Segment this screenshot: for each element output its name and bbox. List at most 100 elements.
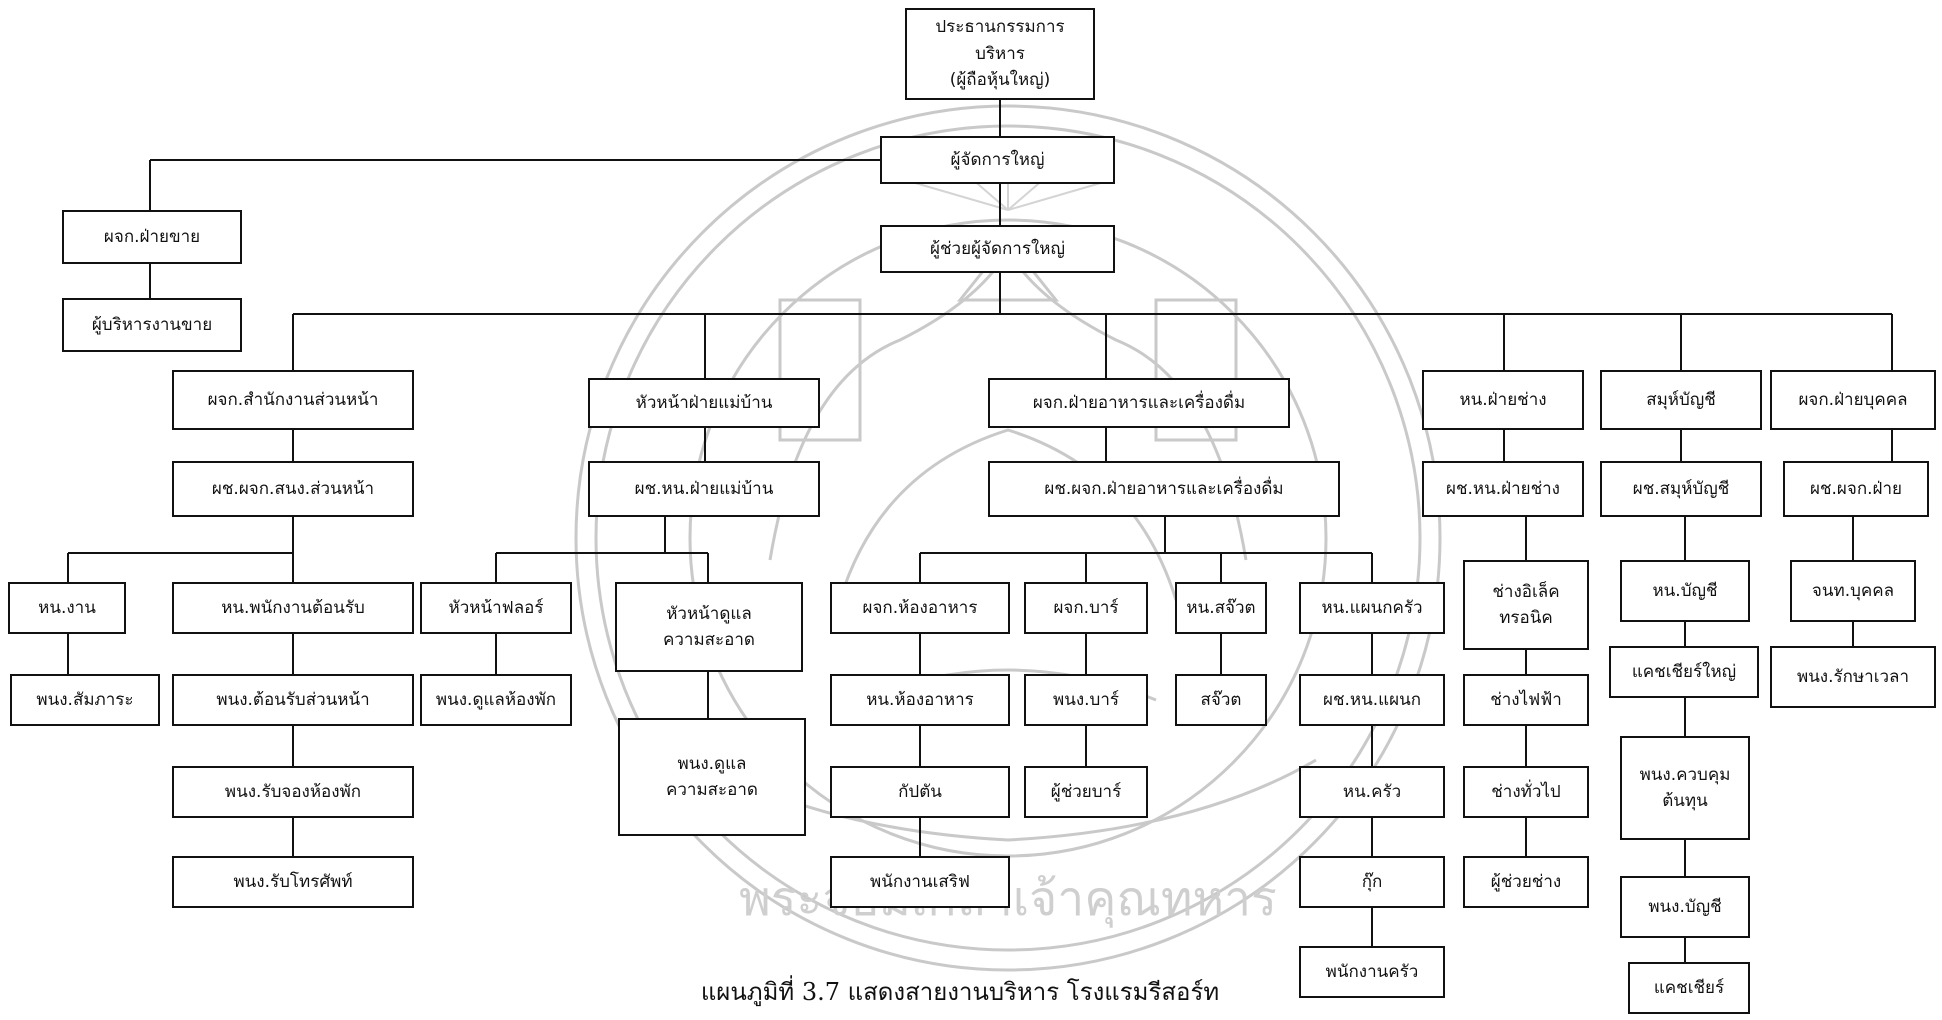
org-box-acct-asst: ผช.สมุห์บัญชี <box>1600 461 1762 517</box>
org-box-label-line: ผู้ช่วยบาร์ <box>1050 781 1122 802</box>
org-box-label-line: ผช.สมุห์บัญชี <box>1632 478 1730 499</box>
org-box-kitchen-head: หน.แผนกครัว <box>1299 582 1445 634</box>
org-box-label-line: ผู้ช่วยผู้จัดการใหญ่ <box>930 238 1065 259</box>
org-box-label: ผจก.ห้องอาหาร <box>863 595 978 621</box>
org-box-label-line: พนง.รักษาเวลา <box>1796 666 1910 687</box>
org-box-cook: กุ๊ก <box>1299 856 1445 908</box>
org-box-label: ผู้จัดการใหญ่ <box>951 147 1045 173</box>
org-box-label: ประธานกรรมการบริหาร(ผู้ถือหุ้นใหญ่) <box>913 14 1087 93</box>
org-box-label-line: พนง.บัญชี <box>1648 896 1722 917</box>
org-box-label: พนง.รักษาเวลา <box>1797 664 1909 690</box>
org-box-label: หน.งาน <box>38 595 96 621</box>
org-box-label: หน.แผนกครัว <box>1321 595 1422 621</box>
org-box-label: พนักงานครัว <box>1326 959 1419 985</box>
org-box-label: ผช.ผจก.ฝ่ายอาหารและเครื่องดื่ม <box>1044 476 1283 502</box>
org-box-label-line: แคชเชียร์ <box>1653 977 1725 998</box>
org-box-cashier: แคชเชียร์ <box>1628 962 1750 1014</box>
org-box-label-line: ผู้บริหารงานขาย <box>91 314 213 335</box>
org-box-label-line: หน.งาน <box>38 597 96 618</box>
org-box-acct-staff: พนง.บัญชี <box>1620 876 1750 938</box>
org-box-hr-mgr: ผจก.ฝ่ายบุคคล <box>1770 370 1936 430</box>
org-box-label-line: ผจก.ฝ่ายขาย <box>103 226 201 247</box>
org-box-gm: ผู้จัดการใหญ่ <box>880 136 1115 184</box>
org-box-fo-asst: ผช.ผจก.สนง.ส่วนหน้า <box>172 461 414 517</box>
org-box-hk-asst: ผช.หน.ฝ่ายแม่บ้าน <box>588 461 820 517</box>
org-box-label-line: พนง.ดูแลห้องพัก <box>435 689 557 710</box>
org-box-label-line: ผช.ผจก.สนง.ส่วนหน้า <box>211 478 375 499</box>
org-box-label: หัวหน้าดูแลความสะอาด <box>663 601 755 654</box>
org-box-label: ช่างไฟฟ้า <box>1490 687 1562 713</box>
org-box-acct-chief: หน.บัญชี <box>1620 560 1750 622</box>
org-box-label: ผช.ผจก.ฝ่าย <box>1810 476 1902 502</box>
org-box-label: พนง.บัญชี <box>1648 894 1721 920</box>
org-box-label: หน.บัญชี <box>1652 578 1717 604</box>
org-box-label: พนักงานเสริฟ <box>870 869 970 895</box>
org-box-label-line: ผู้ช่วยช่าง <box>1490 871 1562 892</box>
org-box-label-line: หัวหน้าดูแล <box>666 603 752 624</box>
org-box-label-line: ผจก.ฝ่ายบุคคล <box>1798 389 1908 410</box>
org-box-cost-ctrl: พนง.ควบคุมต้นทุน <box>1620 736 1750 840</box>
org-box-label: พนง.สัมภาระ <box>36 687 133 713</box>
org-box-acct-head: สมุห์บัญชี <box>1600 370 1762 430</box>
org-box-label: ช่างทั่วไป <box>1491 779 1560 805</box>
org-box-label-line: ช่างไฟฟ้า <box>1490 689 1562 710</box>
org-box-label-line: หน.ครัว <box>1342 781 1402 802</box>
org-box-rest-mgr: ผจก.ห้องอาหาร <box>830 582 1010 634</box>
org-box-kitchen-staff: พนักงานครัว <box>1299 946 1445 998</box>
org-box-label-line: ช่างอิเล็ค <box>1492 581 1560 602</box>
org-box-label-line: ช่างทั่วไป <box>1491 781 1561 802</box>
org-box-bar-asst: ผู้ช่วยบาร์ <box>1024 766 1148 818</box>
org-box-hr-officer: จนท.บุคคล <box>1790 560 1916 622</box>
org-box-kitchen-asst: ผช.หน.แผนก <box>1299 674 1445 726</box>
org-box-label: ผู้ช่วยผู้จัดการใหญ่ <box>930 236 1065 262</box>
org-box-eng-head: หน.ฝ่ายช่าง <box>1422 370 1584 430</box>
org-box-fb-mgr: ผจก.ฝ่ายอาหารและเครื่องดื่ม <box>988 378 1290 428</box>
org-box-tech-asst: ผู้ช่วยช่าง <box>1463 856 1589 908</box>
org-box-steward-head: หน.สจ๊วต <box>1175 582 1267 634</box>
org-box-label: ผช.ผจก.สนง.ส่วนหน้า <box>212 476 374 502</box>
org-box-label: หัวหน้าฟลอร์ <box>449 595 544 621</box>
org-box-head-cashier: แคชเชียร์ใหญ่ <box>1609 646 1759 698</box>
org-box-label: หน.ครัว <box>1343 779 1401 805</box>
org-box-label: พนง.ดูแลความสะอาด <box>666 751 758 804</box>
org-box-label-line: พนักงานเสริฟ <box>870 871 970 892</box>
org-box-label: หน.พนักงานต้อนรับ <box>221 595 365 621</box>
org-box-label-line: กัปตัน <box>898 781 942 802</box>
org-box-label-line: กุ๊ก <box>1361 871 1383 892</box>
org-box-label: พนง.ต้อนรับส่วนหน้า <box>216 687 369 713</box>
org-box-label: ผู้บริหารงานขาย <box>92 312 212 338</box>
org-box-steward: สจ๊วต <box>1175 674 1267 726</box>
org-box-label: หน.สจ๊วต <box>1186 595 1255 621</box>
org-box-label-line: หัวหน้าฟลอร์ <box>448 597 544 618</box>
org-box-floor-head: หัวหน้าฟลอร์ <box>420 582 572 634</box>
org-box-label: ผช.หน.ฝ่ายแม่บ้าน <box>635 476 774 502</box>
org-box-fo-mgr: ผจก.สำนักงานส่วนหน้า <box>172 370 414 430</box>
org-box-label-line: ความสะอาด <box>663 630 755 650</box>
org-box-label: ช่างอิเล็คทรอนิค <box>1492 579 1559 632</box>
org-box-label-line: พนง.ต้อนรับส่วนหน้า <box>216 689 370 710</box>
org-box-label: พนง.ดูแลห้องพัก <box>436 687 556 713</box>
org-box-hn-work: หน.งาน <box>8 582 126 634</box>
org-box-sales-mgr: ผจก.ฝ่ายขาย <box>62 210 242 264</box>
org-box-label: พนง.ควบคุมต้นทุน <box>1640 762 1731 815</box>
org-box-label: ผู้ช่วยช่าง <box>1491 869 1561 895</box>
org-box-label-line: หน.ฝ่ายช่าง <box>1459 389 1547 410</box>
org-box-label: จนท.บุคคล <box>1812 578 1894 604</box>
org-box-label-line: ความสะอาด <box>666 780 758 800</box>
org-box-label-line: หน.บัญชี <box>1652 580 1718 601</box>
org-box-label-line: พนง.ดูแล <box>677 753 747 774</box>
org-box-label-line: หน.ห้องอาหาร <box>866 689 974 710</box>
org-box-label-line: ทรอนิค <box>1499 608 1553 628</box>
chart-caption: แผนภูมิที่ 3.7 แสดงสายงานบริหาร โรงแรมรี… <box>700 978 1220 1006</box>
org-box-label-line: ผจก.สำนักงานส่วนหน้า <box>207 389 379 410</box>
org-box-sales-exec: ผู้บริหารงานขาย <box>62 298 242 352</box>
org-box-eng-asst: ผช.หน.ฝ่ายช่าง <box>1422 461 1584 517</box>
org-box-clean-head: หัวหน้าดูแลความสะอาด <box>615 582 803 672</box>
org-box-label: แคชเชียร์ใหญ่ <box>1632 659 1736 685</box>
org-box-clean-staff: พนง.ดูแลความสะอาด <box>618 718 806 836</box>
org-box-label: หน.ฝ่ายช่าง <box>1459 387 1546 413</box>
org-box-label: สมุห์บัญชี <box>1646 387 1716 413</box>
org-box-label-line: ผช.ผจก.ฝ่ายอาหารและเครื่องดื่ม <box>1044 478 1284 499</box>
org-box-label: กุ๊ก <box>1362 869 1383 895</box>
org-box-label: ผช.สมุห์บัญชี <box>1633 476 1730 502</box>
